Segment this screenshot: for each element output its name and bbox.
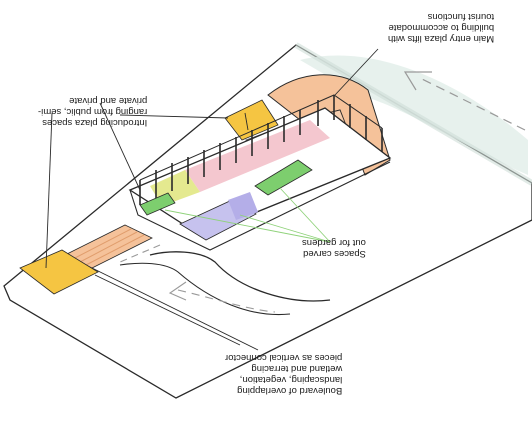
leader-lines (45, 48, 379, 351)
terrain-shading-edge (294, 42, 532, 186)
plaza-semi-public-yellow (224, 99, 279, 141)
facade-columns (139, 95, 383, 205)
road-edge-outer (149, 251, 331, 302)
railing-top (139, 94, 383, 181)
garden-upper (254, 159, 313, 196)
garden-lower (139, 192, 176, 216)
public-plaza-yellow (19, 249, 99, 295)
terrace-step-lines (72, 228, 145, 266)
courtyard-lavender-step (228, 192, 258, 220)
dashed-arrow-upper (403, 71, 526, 131)
building-facade-front (129, 161, 391, 251)
annotation-gardens: Spaces carved out for gardens (302, 237, 366, 259)
plaza-private-pink (185, 120, 330, 192)
annotation-main-entry-plaza: Main entry plaza lifts with building to … (387, 11, 494, 44)
dashed-arrow-road (168, 281, 276, 313)
annotation-plaza-spaces: Introducing plaza spaces ranging from pu… (38, 95, 148, 128)
road-edge-inner (119, 262, 291, 316)
garden-leader-lines (164, 187, 331, 243)
dashed-arrow-lower-left (119, 244, 161, 263)
annotation-boulevard: Boulevard of overlapping landscaping, ve… (225, 352, 343, 396)
